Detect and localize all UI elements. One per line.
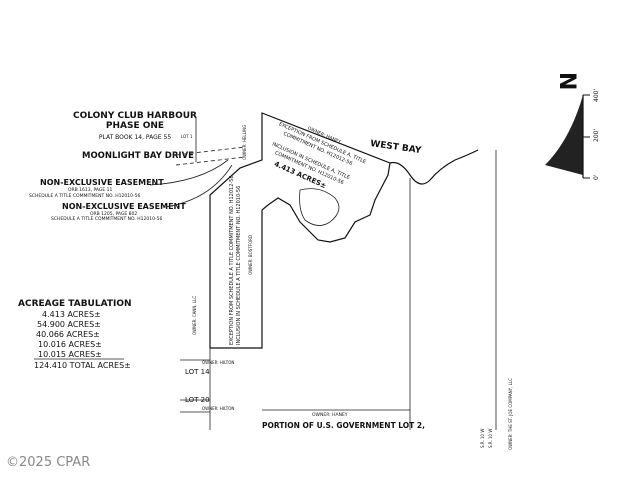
easement-1-line1: ORB 1613, PAGE 11 <box>68 187 113 193</box>
subdivision-title: COLONY CLUB HARBOUR <box>73 111 197 121</box>
scale-label-400: 400' <box>593 89 600 102</box>
owner-hilton-1: OWNER: HILTON <box>202 360 234 365</box>
owner-bostford: OWNER: BOSTFORD <box>248 235 253 275</box>
owner-haney-bottom: OWNER: HANEY <box>312 412 348 418</box>
inclusion-side-label: INCLUSION IN SCHEDULE A TITLE COMMITMENT… <box>236 186 242 345</box>
parcel-boundary <box>209 112 391 349</box>
lot-reference: LOT 1 <box>181 134 193 139</box>
colony-club-label: COLONY CLUB HARBOUR PHASE ONE PLAT BOOK … <box>73 111 197 141</box>
lot-14-label: LOT 14 <box>185 368 210 376</box>
north-letter: N <box>554 72 579 90</box>
easement-1-line2: SCHEDULE A TITLE COMMITMENT NO. H12010-5… <box>29 193 140 199</box>
acreage-total: 124.410 TOTAL ACRES± <box>34 361 131 370</box>
owner-helling: OWNER: HELLING <box>242 125 247 160</box>
owner-cann: OWNER: CANN, LLC <box>192 296 197 335</box>
scale-label-200: 200' <box>593 129 600 142</box>
parcel-notes: OWNER: HANEY EXCEPTION FROM SCHEDULE A, … <box>271 121 367 190</box>
street-centerline <box>175 146 246 156</box>
water-label: WEST BAY <box>370 139 423 156</box>
watermark: ©2025 CPAR <box>6 455 90 470</box>
scale-label-0: 0' <box>593 174 600 180</box>
easement-2-leader <box>164 164 233 208</box>
easement-2-line1: ORB 1205, PAGE 802 <box>90 211 137 217</box>
shoreline <box>389 149 479 185</box>
owner-st-joe: OWNER: THE ST. JOE COMPANY, LLC <box>508 378 513 450</box>
gov-lot-label: PORTION OF U.S. GOVERNMENT LOT 2, <box>262 421 425 430</box>
north-arrow: N 400' 200' 0' <box>545 72 600 180</box>
easement-1-leader <box>149 159 229 186</box>
easement-2-title: NON-EXCLUSIVE EASEMENT <box>62 202 186 211</box>
sr-label-1: S.R. 10 W <box>480 429 485 448</box>
exception-side-label: EXCEPTION FROM SCHEDULE A TITLE COMMITME… <box>229 175 235 345</box>
subdivision-subtitle: PHASE ONE <box>106 121 164 131</box>
acreage-row-2: 54.900 ACRES± <box>37 320 101 329</box>
easement-1-title: NON-EXCLUSIVE EASEMENT <box>40 178 164 187</box>
interior-bay <box>299 188 340 226</box>
acreage-row-4: 10.016 ACRES± <box>38 340 102 349</box>
acreage-row-3: 40.066 ACRES± <box>36 330 100 339</box>
owner-hilton-2: OWNER: HILTON <box>202 406 234 411</box>
acreage-title: ACREAGE TABULATION <box>18 299 132 309</box>
acreage-row-5: 10.015 ACRES± <box>38 350 102 359</box>
street-edge <box>175 156 246 166</box>
easement-1: NON-EXCLUSIVE EASEMENT ORB 1613, PAGE 11… <box>29 178 164 199</box>
street-label: MOONLIGHT BAY DRIVE <box>82 151 194 161</box>
acreage-table: ACREAGE TABULATION 4.413 ACRES± 54.900 A… <box>18 299 132 370</box>
easement-2-line2: SCHEDULE A TITLE COMMITMENT NO. H12010-5… <box>51 216 162 222</box>
lot-20-label: LOT 20 <box>185 396 210 404</box>
sr-label-2: S.R. 10 W <box>488 429 493 448</box>
easement-2: NON-EXCLUSIVE EASEMENT ORB 1205, PAGE 80… <box>51 202 186 222</box>
north-arrow-shape <box>545 95 583 175</box>
plat-reference: PLAT BOOK 14, PAGE 55 <box>99 134 171 141</box>
acreage-row-1: 4.413 ACRES± <box>42 310 101 319</box>
